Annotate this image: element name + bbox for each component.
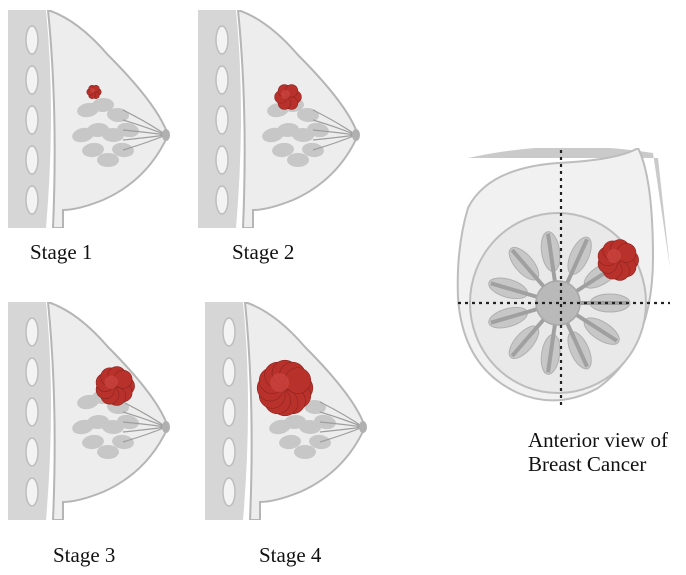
anterior-view-svg	[448, 148, 673, 410]
rib	[223, 318, 235, 346]
stage-2-illustration	[198, 10, 368, 228]
rib	[223, 398, 235, 426]
stage-4-svg	[205, 302, 375, 520]
rib	[26, 478, 38, 506]
breast-outline	[48, 10, 168, 228]
stage-3-svg	[8, 302, 178, 520]
rib	[26, 186, 38, 214]
rib	[26, 318, 38, 346]
nipple	[352, 129, 360, 141]
rib	[216, 26, 228, 54]
anterior-tumor-mass	[598, 240, 639, 281]
breast-outline	[245, 302, 365, 520]
tumor-stage-3	[96, 367, 135, 406]
stage-2-svg	[198, 10, 368, 228]
rib	[26, 106, 38, 134]
rib	[216, 66, 228, 94]
rib	[26, 146, 38, 174]
rib	[216, 186, 228, 214]
rib	[26, 66, 38, 94]
stage-1-label: Stage 1	[30, 240, 92, 264]
anterior-caption-line2: Breast Cancer	[528, 452, 668, 476]
stage-4-label: Stage 4	[259, 543, 321, 567]
stage-2-label: Stage 2	[232, 240, 294, 264]
breast-outline	[238, 10, 358, 228]
tumor-stage-1	[87, 85, 101, 98]
rib	[223, 478, 235, 506]
anterior-tumor	[598, 240, 639, 281]
nipple	[162, 129, 170, 141]
rib	[216, 146, 228, 174]
rib	[223, 358, 235, 386]
breast-outline	[48, 302, 168, 520]
stage-1-svg	[8, 10, 178, 228]
stage-4-illustration	[205, 302, 375, 520]
nipple	[162, 421, 170, 433]
rib	[26, 398, 38, 426]
stage-3-illustration	[8, 302, 178, 520]
rib	[223, 438, 235, 466]
anterior-caption: Anterior view of Breast Cancer	[528, 428, 668, 476]
rib	[26, 26, 38, 54]
rib	[26, 438, 38, 466]
rib	[216, 106, 228, 134]
nipple	[359, 421, 367, 433]
tumor-stage-2	[275, 85, 302, 110]
anterior-view-illustration	[448, 148, 673, 410]
anterior-caption-line1: Anterior view of	[528, 428, 668, 452]
rib	[26, 358, 38, 386]
stage-1-illustration	[8, 10, 178, 228]
stage-3-label: Stage 3	[53, 543, 115, 567]
